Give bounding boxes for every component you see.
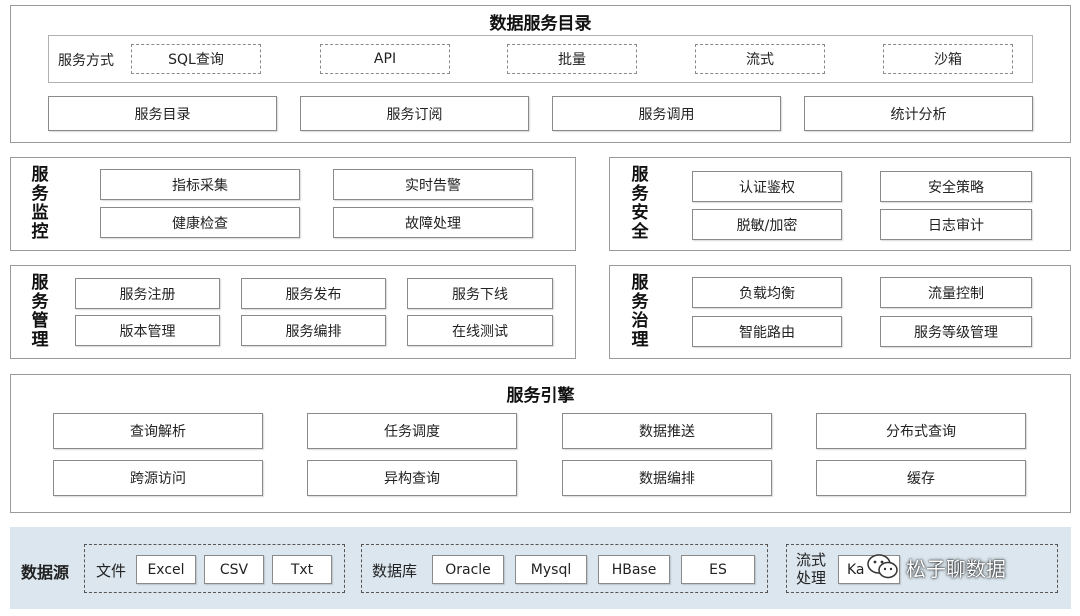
wechat-icon xyxy=(867,554,898,579)
mgmt-version[interactable]: 版本管理 xyxy=(75,315,220,346)
method-api[interactable]: API xyxy=(320,44,450,74)
engine-data-push[interactable]: 数据推送 xyxy=(562,413,772,449)
monitor-metrics[interactable]: 指标采集 xyxy=(100,169,300,200)
service-security-label: 服务安全 xyxy=(631,165,649,242)
mgmt-orchestrate[interactable]: 服务编排 xyxy=(241,315,386,346)
mgmt-publish[interactable]: 服务发布 xyxy=(241,278,386,309)
watermark-text: 松子聊数据 xyxy=(906,556,1006,581)
mgmt-online-test[interactable]: 在线测试 xyxy=(407,315,553,346)
service-governance-label: 服务治理 xyxy=(631,273,649,350)
datasource-hbase[interactable]: HBase xyxy=(598,555,670,584)
watermark: 松子聊数据 xyxy=(866,552,1006,582)
service-management-label: 服务管理 xyxy=(31,273,49,350)
service-monitor-label: 服务监控 xyxy=(31,165,49,242)
gov-load-balance[interactable]: 负载均衡 xyxy=(692,277,842,308)
security-audit[interactable]: 日志审计 xyxy=(880,209,1032,240)
method-stream[interactable]: 流式 xyxy=(695,44,825,74)
monitor-fault[interactable]: 故障处理 xyxy=(333,207,533,238)
datasource-file-label: 文件 xyxy=(96,562,127,580)
monitor-alert[interactable]: 实时告警 xyxy=(333,169,533,200)
datasource-txt[interactable]: Txt xyxy=(272,555,332,584)
datasource-db-group xyxy=(361,544,768,593)
monitor-health[interactable]: 健康检查 xyxy=(100,207,300,238)
service-engine-title: 服务引擎 xyxy=(506,386,575,406)
datasource-label: 数据源 xyxy=(21,563,70,582)
method-batch[interactable]: 批量 xyxy=(507,44,637,74)
datasource-csv[interactable]: CSV xyxy=(204,555,264,584)
datasource-oracle[interactable]: Oracle xyxy=(432,555,504,584)
catalog-item-invoke[interactable]: 服务调用 xyxy=(552,96,781,131)
mgmt-offline[interactable]: 服务下线 xyxy=(407,278,553,309)
gov-sla-management[interactable]: 服务等级管理 xyxy=(880,316,1032,347)
service-methods-label: 服务方式 xyxy=(58,53,114,69)
method-sandbox[interactable]: 沙箱 xyxy=(883,44,1013,74)
datasource-excel[interactable]: Excel xyxy=(136,555,196,584)
service-catalog-title: 数据服务目录 xyxy=(489,14,592,34)
catalog-item-directory[interactable]: 服务目录 xyxy=(48,96,277,131)
datasource-stream-group xyxy=(786,544,1058,593)
catalog-item-stats[interactable]: 统计分析 xyxy=(804,96,1033,131)
method-sql[interactable]: SQL查询 xyxy=(131,44,261,74)
engine-cache[interactable]: 缓存 xyxy=(816,460,1026,496)
mgmt-register[interactable]: 服务注册 xyxy=(75,278,220,309)
datasource-mysql[interactable]: Mysql xyxy=(515,555,587,584)
security-auth[interactable]: 认证鉴权 xyxy=(692,171,842,202)
gov-traffic-control[interactable]: 流量控制 xyxy=(880,277,1032,308)
datasource-stream-label: 流式处理 xyxy=(796,551,827,587)
engine-cross-source[interactable]: 跨源访问 xyxy=(53,460,263,496)
engine-task-schedule[interactable]: 任务调度 xyxy=(307,413,517,449)
engine-data-orchestrate[interactable]: 数据编排 xyxy=(562,460,772,496)
engine-query-parse[interactable]: 查询解析 xyxy=(53,413,263,449)
datasource-db-label: 数据库 xyxy=(372,562,418,580)
gov-smart-routing[interactable]: 智能路由 xyxy=(692,316,842,347)
security-policy[interactable]: 安全策略 xyxy=(880,171,1032,202)
datasource-es[interactable]: ES xyxy=(681,555,755,584)
engine-distributed-query[interactable]: 分布式查询 xyxy=(816,413,1026,449)
datasource-file-group xyxy=(84,544,345,593)
engine-heterogeneous-query[interactable]: 异构查询 xyxy=(307,460,517,496)
catalog-item-subscribe[interactable]: 服务订阅 xyxy=(300,96,529,131)
security-masking[interactable]: 脱敏/加密 xyxy=(692,209,842,240)
